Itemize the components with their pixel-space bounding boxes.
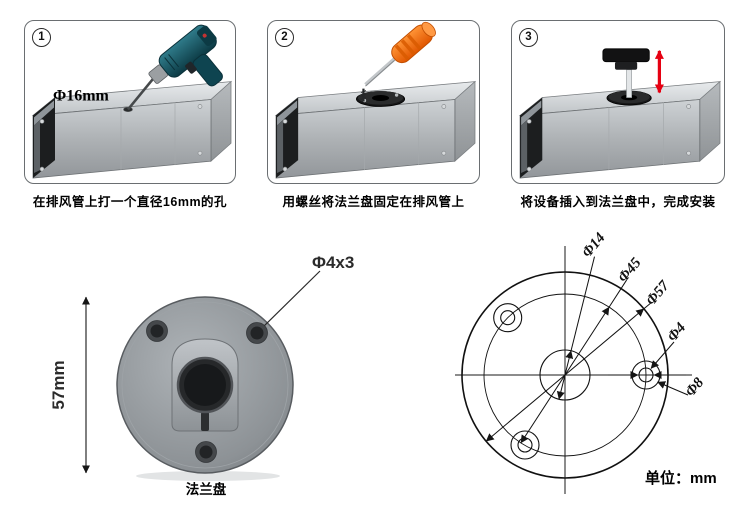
step-2-caption: 用螺丝将法兰盘固定在排风管上 [282, 195, 465, 209]
screwdriver-icon [364, 21, 436, 87]
duct-illustration [31, 80, 233, 179]
dim-14-label: Φ14 [579, 230, 609, 261]
step-1-panel: Φ16mm 1 [24, 20, 236, 184]
hole-diameter-annotation: Φ16mm [53, 88, 109, 105]
flange-dimension-drawing: Φ14 Φ45 Φ57 Φ4 Φ8 [455, 230, 708, 494]
step-1-caption: 在排风管上打一个直径16mm的孔 [32, 195, 228, 209]
step-2-panel: 2 [267, 20, 480, 184]
flange-caption: 法兰盘 [186, 481, 227, 497]
height-dimension: 57mm [49, 296, 90, 474]
step-2-illustration [274, 21, 477, 179]
holes-label: Φ4x3 [312, 253, 354, 272]
flange-on-duct [356, 91, 406, 107]
dim-57-label: Φ57 [643, 278, 673, 309]
dim-4-label: Φ4 [665, 320, 690, 345]
dimension-leaders [485, 256, 689, 444]
step-3-panel: 3 [511, 20, 725, 184]
dim-8-label: Φ8 [683, 375, 708, 400]
step-1-number: 1 [32, 28, 51, 47]
flange-shadow [136, 471, 280, 481]
unit-label: 单位：mm [645, 470, 717, 487]
flange-photo: 57mm Φ4x3 法兰盘 [49, 253, 354, 497]
step-3-number: 3 [519, 28, 538, 47]
screw-icon [360, 88, 367, 102]
device-icon [602, 48, 650, 98]
height-label: 57mm [49, 360, 68, 409]
step-2-number: 2 [275, 28, 294, 47]
flange-disk [116, 296, 294, 474]
step-1-illustration: Φ16mm [31, 24, 233, 179]
drill-icon [123, 24, 223, 112]
step-3-illustration [518, 48, 722, 179]
flange-slot [201, 412, 209, 431]
dim-45-label: Φ45 [615, 255, 645, 286]
step-3-caption: 将设备插入到法兰盘中，完成安装 [520, 195, 716, 209]
flange-mount-holes [146, 320, 268, 463]
holes-callout: Φ4x3 [264, 253, 354, 327]
